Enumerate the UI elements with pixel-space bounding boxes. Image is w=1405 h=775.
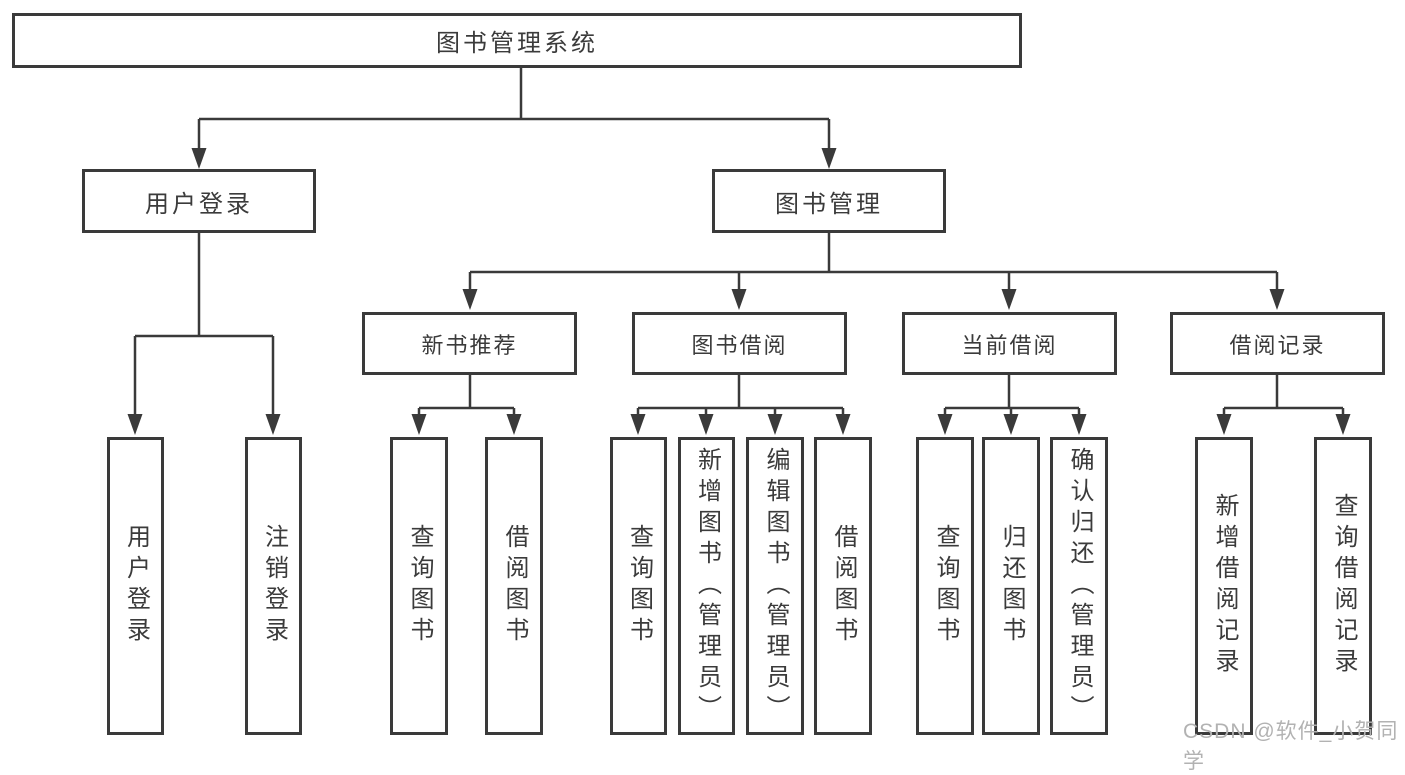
node-book-borrow: 图书借阅 [632, 312, 847, 375]
node-query-books-recommend: 查询图书 [390, 437, 448, 735]
node-label: 编辑图书（管理员） [762, 446, 789, 726]
node-return-books: 归还图书 [982, 437, 1040, 735]
node-confirm-return-admin: 确认归还（管理员） [1050, 437, 1108, 735]
node-borrow-books: 借阅图书 [814, 437, 872, 735]
node-label: 查询图书 [406, 524, 433, 648]
node-user-login: 用户登录 [82, 169, 316, 233]
node-label: 借阅图书 [830, 524, 857, 648]
node-label: 查询图书 [625, 524, 653, 648]
node-label: 注销登录 [260, 524, 288, 648]
node-query-books-borrow: 查询图书 [610, 437, 667, 735]
node-label: 借阅记录 [1229, 332, 1326, 358]
node-logout: 注销登录 [245, 437, 302, 735]
node-label: 新增借阅记录 [1211, 493, 1238, 679]
node-label: 新增图书（管理员） [693, 446, 721, 726]
node-add-books-admin: 新增图书（管理员） [678, 437, 735, 735]
node-label: 归还图书 [998, 524, 1025, 648]
node-add-borrow-record: 新增借阅记录 [1195, 437, 1253, 735]
node-label: 用户登录 [122, 524, 150, 648]
node-query-books-current: 查询图书 [916, 437, 974, 735]
node-new-book-recommend: 新书推荐 [362, 312, 577, 375]
node-book-management: 图书管理 [712, 169, 946, 233]
node-current-borrow: 当前借阅 [902, 312, 1117, 375]
node-label: 借阅图书 [501, 524, 528, 648]
node-root: 图书管理系统 [12, 13, 1022, 68]
node-label: 新书推荐 [421, 332, 518, 358]
node-borrow-books-recommend: 借阅图书 [485, 437, 543, 735]
node-label: 图书借阅 [691, 332, 788, 358]
node-label: 当前借阅 [961, 332, 1058, 358]
node-label: 查询借阅记录 [1330, 493, 1357, 679]
node-user-login-leaf: 用户登录 [107, 437, 164, 735]
node-label: 确认归还（管理员） [1066, 446, 1093, 726]
node-edit-books-admin: 编辑图书（管理员） [746, 437, 804, 735]
org-chart: 图书管理系统 用户登录 图书管理 新书推荐 图书借阅 当前借阅 借阅记录 用户登… [12, 13, 1397, 773]
node-query-borrow-record: 查询借阅记录 [1314, 437, 1372, 735]
node-borrow-records: 借阅记录 [1170, 312, 1385, 375]
watermark: CSDN @软件_小贺同学 [1183, 720, 1399, 773]
node-label: 查询图书 [932, 524, 959, 648]
